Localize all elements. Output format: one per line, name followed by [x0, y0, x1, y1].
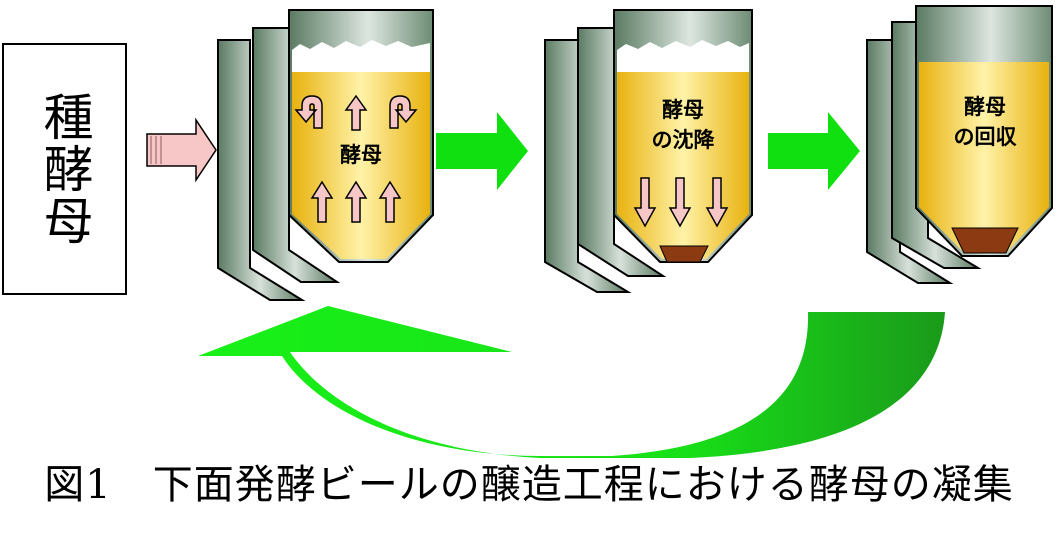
curl-arrow-left-icon — [294, 95, 323, 129]
tank-group-3 — [866, 5, 1053, 284]
sediment — [951, 227, 1019, 254]
down-arrow-icon — [705, 177, 729, 228]
up-arrow-icon — [378, 180, 402, 223]
figure-caption: 図1 下面発酵ビールの醸造工程における酵母の凝集 — [44, 462, 1014, 508]
beer-liquid — [919, 62, 1049, 253]
down-arrow-icon — [668, 177, 692, 228]
process-arrow-1-icon — [436, 112, 528, 190]
settling-arrows — [633, 177, 729, 228]
up-arrow-icon — [344, 180, 368, 223]
tank-back-shell — [217, 39, 306, 301]
seed-yeast-label: 種酵母 — [35, 91, 94, 247]
up-arrow-icon — [344, 94, 368, 131]
inflow-arrow-icon — [146, 117, 217, 183]
seed-yeast-box: 種酵母 — [2, 43, 127, 295]
tank-3-label: 酵母 の回収 — [953, 95, 1017, 149]
foam — [292, 40, 430, 72]
process-arrow-2-icon — [768, 112, 860, 190]
up-arrow-icon — [310, 180, 334, 223]
circulation-arrows — [294, 94, 418, 223]
tank-group-1 — [217, 9, 434, 301]
inflow-arrow-stripes — [150, 136, 162, 164]
tank-2-label: 酵母 の沈降 — [651, 98, 715, 152]
tank-1-label: 酵母 — [340, 143, 382, 167]
sediment — [659, 245, 709, 263]
return-arrow-icon — [198, 306, 945, 458]
tank-group-2 — [544, 9, 753, 293]
foam — [617, 40, 749, 72]
down-arrow-icon — [633, 177, 657, 228]
curl-arrow-right-icon — [389, 95, 418, 129]
